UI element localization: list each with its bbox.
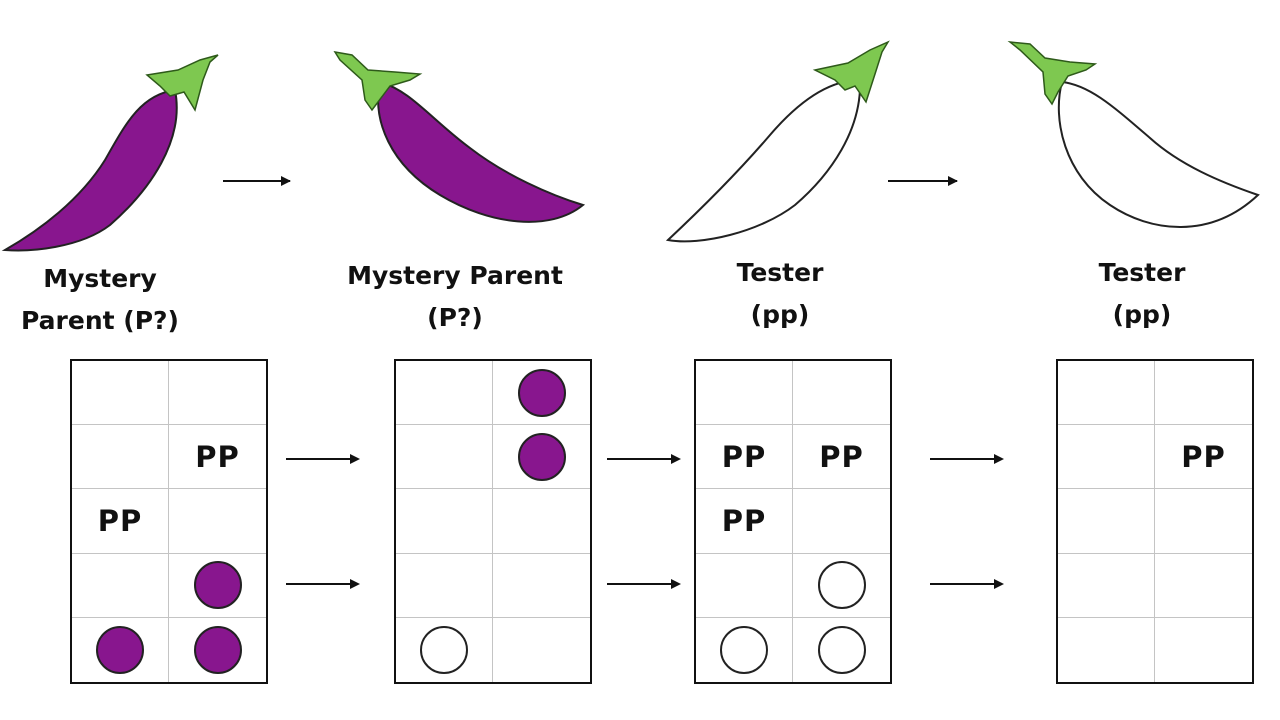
grid-cell	[1155, 554, 1252, 618]
grid-cell	[72, 617, 169, 682]
genotype-label: PP	[721, 503, 767, 538]
grid-cell	[1155, 618, 1252, 682]
grid-cell	[493, 618, 590, 682]
grid-cell	[396, 617, 493, 682]
caption-4: Tester (pp)	[1062, 252, 1222, 336]
grid-cell	[1058, 617, 1155, 682]
arrow-grid-2-lower	[607, 579, 681, 589]
grid-cell: PP	[1155, 425, 1252, 490]
caption-4-line2: (pp)	[1112, 300, 1172, 329]
arrow-grid-2-upper	[607, 454, 681, 464]
grid-cell: PP	[696, 489, 793, 554]
genotype-label: PP	[1181, 439, 1226, 474]
punnett-grid-2	[394, 359, 592, 684]
purple-circle-icon	[193, 561, 242, 610]
grid-cell	[169, 554, 266, 618]
white-circle-icon	[420, 625, 468, 674]
grid-cell	[493, 489, 590, 554]
eggplant-3-icon	[665, 40, 890, 243]
purple-circle-icon	[96, 625, 144, 674]
arrow-grid-3-lower	[930, 579, 1004, 589]
eggplant-illustrations	[1, 40, 1260, 252]
genotype-label: PP	[819, 439, 864, 474]
grid-cell	[1155, 361, 1252, 426]
caption-2-line2: (P?)	[427, 303, 483, 332]
grid-cell	[793, 361, 890, 426]
purple-circle-icon	[517, 368, 566, 417]
grid-cell: PP	[169, 425, 266, 490]
caption-3-line1: Tester	[736, 258, 824, 287]
caption-3-line2: (pp)	[750, 300, 810, 329]
grid-cell	[72, 553, 169, 618]
grid-cell	[396, 553, 493, 618]
grid-cell	[1155, 489, 1252, 554]
grid-cell	[493, 554, 590, 618]
grid-cell	[396, 489, 493, 554]
purple-circle-icon	[193, 625, 242, 674]
white-circle-icon	[817, 625, 866, 674]
caption-3: Tester (pp)	[700, 252, 860, 336]
arrow-grid-1-lower	[286, 579, 360, 589]
genotype-label: PP	[97, 503, 143, 538]
punnett-grid-1: PP PP	[70, 359, 268, 684]
eggplant-1-icon	[1, 54, 219, 252]
grid-cell: PP	[793, 425, 890, 490]
grid-cell	[396, 361, 493, 426]
grid-cell	[793, 618, 890, 682]
grid-cell	[696, 553, 793, 618]
grid-cell	[793, 554, 890, 618]
white-circle-icon	[817, 561, 866, 610]
caption-2: Mystery Parent (P?)	[345, 255, 565, 339]
grid-cell	[169, 361, 266, 426]
grid-cell	[1058, 553, 1155, 618]
punnett-grid-3: PP PP PP	[694, 359, 892, 684]
eggplant-2-icon	[333, 50, 586, 223]
grid-cell	[169, 618, 266, 682]
arrow-grid-1-upper	[286, 454, 360, 464]
grid-cell: PP	[696, 425, 793, 490]
grid-cell	[696, 617, 793, 682]
grid-cell	[169, 489, 266, 554]
grid-cell	[396, 425, 493, 490]
caption-1-line1: Mystery	[43, 264, 157, 293]
grid-cell	[696, 361, 793, 426]
punnett-grid-4: PP	[1056, 359, 1254, 684]
arrow-grid-3-upper	[930, 454, 1004, 464]
grid-cell	[72, 361, 169, 426]
grid-cell	[1058, 425, 1155, 490]
white-circle-icon	[720, 625, 768, 674]
grid-cell	[493, 425, 590, 490]
grid-cell	[72, 425, 169, 490]
grid-cell	[1058, 361, 1155, 426]
grid-cell	[1058, 489, 1155, 554]
caption-4-line1: Tester	[1098, 258, 1186, 287]
caption-1-line2: Parent (P?)	[21, 306, 179, 335]
grid-cell	[793, 489, 890, 554]
eggplant-4-icon	[1007, 41, 1260, 228]
caption-1: Mystery Parent (P?)	[20, 258, 180, 342]
purple-circle-icon	[517, 432, 566, 481]
grid-cell: PP	[72, 489, 169, 554]
grid-cell	[493, 361, 590, 426]
genotype-label: PP	[195, 439, 240, 474]
genotype-label: PP	[721, 439, 767, 474]
caption-2-line1: Mystery Parent	[347, 261, 563, 290]
